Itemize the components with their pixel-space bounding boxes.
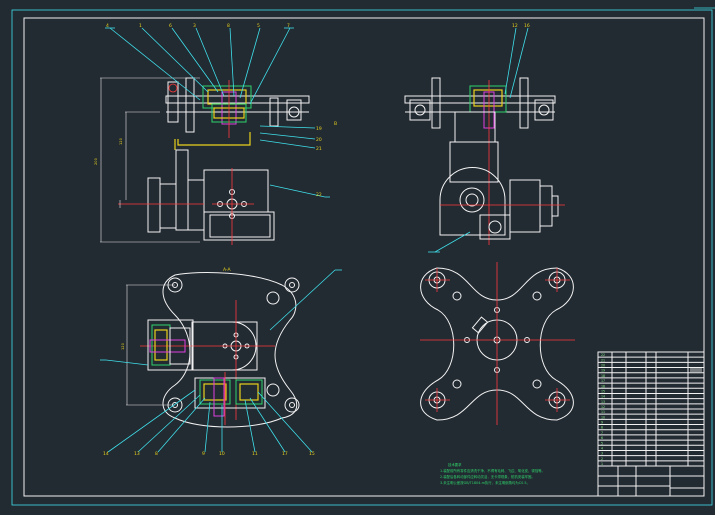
callout-10: 10 <box>219 451 225 457</box>
callout-9: 9 <box>202 451 205 457</box>
bom-row-number: 20 <box>601 364 605 368</box>
bom-row-number: 3 <box>601 452 603 456</box>
front-view: 200 120 <box>94 77 330 245</box>
callout-20: 20 <box>316 137 322 143</box>
callout-8: 8 <box>227 23 230 29</box>
bom-row-number: 19 <box>601 369 605 373</box>
bom-row-number: 12 <box>601 405 605 409</box>
callout-14: 14 <box>103 451 109 457</box>
callout-19: 19 <box>316 126 322 132</box>
callout-16: 16 <box>524 23 530 29</box>
callout-22: 22 <box>316 192 322 198</box>
bom-row-number: 11 <box>601 410 605 414</box>
side-view: 12 16 <box>404 23 565 253</box>
callout-13: 13 <box>134 451 140 457</box>
callout-1: 1 <box>139 23 142 29</box>
callout-6: 6 <box>169 23 172 29</box>
dim-lower-height: 120 <box>121 342 125 350</box>
dim-bracket-height: 120 <box>119 137 123 145</box>
notes-line-2: 2.装配后各转动部件应转动灵活，无卡滞现象，舵机安装牢固。 <box>440 474 535 479</box>
callout-17: 17 <box>282 451 288 457</box>
technical-notes: 技术要求 1.装配前所有零件应清洗干净，不得有毛刺、飞边、氧化皮、锈蚀等。 2.… <box>440 462 545 485</box>
notes-line-1: 1.装配前所有零件应清洗干净，不得有毛刺、飞边、氧化皮、锈蚀等。 <box>440 468 545 473</box>
callout-21: 21 <box>316 146 322 152</box>
callout-7: 7 <box>287 23 290 29</box>
callout-11: 11 <box>252 451 258 457</box>
bom-row-number: 22 <box>601 353 605 357</box>
callout-15: 15 <box>309 451 315 457</box>
callout-12: 12 <box>512 23 518 29</box>
dim-overall-height: 200 <box>94 157 98 165</box>
bom-row-number: 15 <box>601 389 605 393</box>
view-ref-b: B <box>334 121 337 127</box>
bom-row-number: 17 <box>601 379 605 383</box>
bom-row-number: 14 <box>601 395 605 399</box>
callout-4: 4 <box>106 23 109 29</box>
bom-row-number: 1 <box>601 462 603 466</box>
bom-row-number: 2 <box>601 457 603 461</box>
front-callouts: 4 1 6 3 8 5 7 19 20 21 22 B <box>105 23 337 198</box>
bom-row-number: 16 <box>601 384 605 388</box>
callout-5: 5 <box>257 23 260 29</box>
bom-row-number: 18 <box>601 374 605 378</box>
view-label-aa: A-A <box>223 267 232 273</box>
sheet-frame <box>11 7 715 506</box>
bom-row-number: 8 <box>601 426 603 430</box>
notes-line-3: 3.未注明公差按GB/T1804-m执行，未注明倒角均为C0.5。 <box>440 480 530 485</box>
bom-row-number: 10 <box>601 415 605 419</box>
bom-row-number: 21 <box>601 358 605 362</box>
bom-row-number: 6 <box>601 436 603 440</box>
bom-row-number: 5 <box>601 441 603 445</box>
bom-row-number: 13 <box>601 400 605 404</box>
callout-8b: 8 <box>155 451 158 457</box>
notes-heading: 技术要求 <box>448 462 462 467</box>
bom-row-number: 4 <box>601 446 603 450</box>
bom-row-number: 9 <box>601 421 603 425</box>
base-plate-view <box>420 262 575 425</box>
callout-3: 3 <box>193 23 196 29</box>
bom-row-number: 7 <box>601 431 603 435</box>
plan-view: 120 A-A 14 13 8 9 10 11 17 15 <box>100 267 342 457</box>
